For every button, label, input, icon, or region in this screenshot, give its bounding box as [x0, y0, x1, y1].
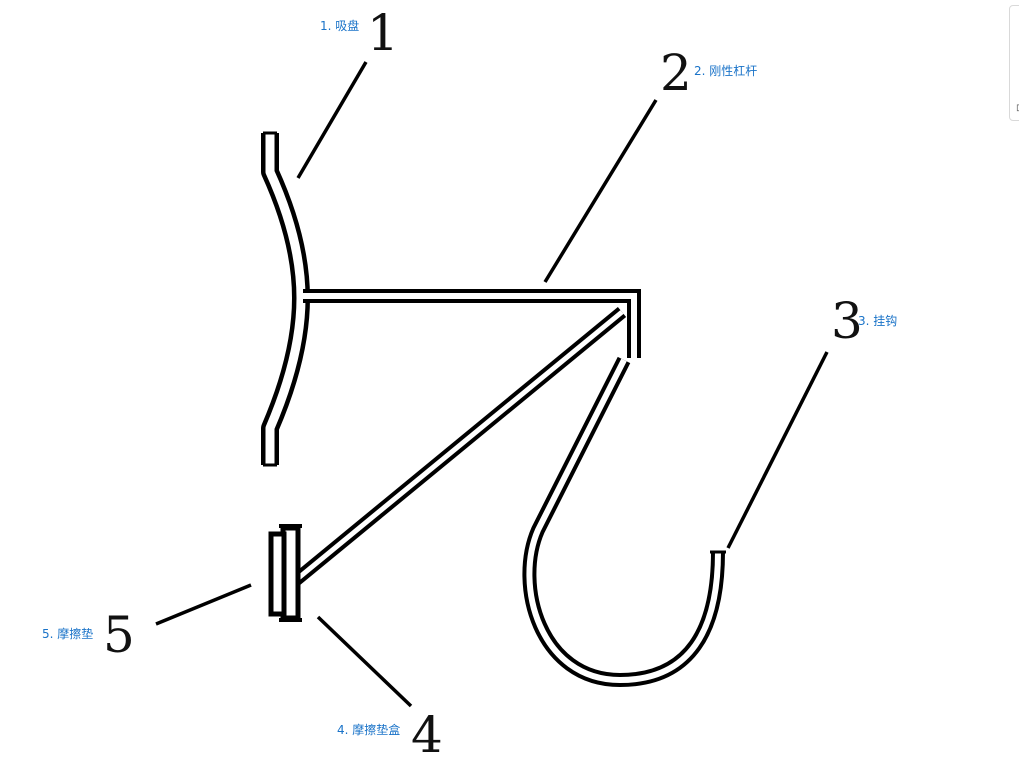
- label-friction-pad-box: 4. 摩擦垫盒: [337, 723, 401, 737]
- label-hook: 3. 挂钩: [858, 314, 898, 328]
- part-numeral-4: 4: [411, 706, 443, 764]
- label-rigid-lever: 2. 刚性杠杆: [694, 64, 758, 78]
- leader-line-5: [155, 583, 252, 626]
- friction-pad-shape: [268, 531, 287, 617]
- part-numeral-2: 2: [660, 44, 692, 102]
- leader-line-2: [543, 99, 658, 283]
- leader-line-1: [296, 61, 368, 179]
- edge-side-panel[interactable]: ⊡: [1009, 5, 1019, 121]
- leader-line-4: [316, 615, 413, 708]
- suction-cup-shape: [261, 131, 310, 467]
- leader-line-3: [726, 351, 829, 549]
- part-numeral-1: 1: [367, 4, 399, 62]
- hook-shape: [522, 356, 726, 687]
- part-numeral-5: 5: [103, 606, 135, 664]
- label-friction-pad: 5. 摩擦垫: [42, 627, 94, 641]
- rigid-lever-shape: [291, 289, 641, 586]
- label-suction-cup: 1. 吸盘: [320, 19, 360, 33]
- panel-toggle-icon[interactable]: ⊡: [1016, 103, 1019, 114]
- part-numeral-3: 3: [831, 292, 863, 350]
